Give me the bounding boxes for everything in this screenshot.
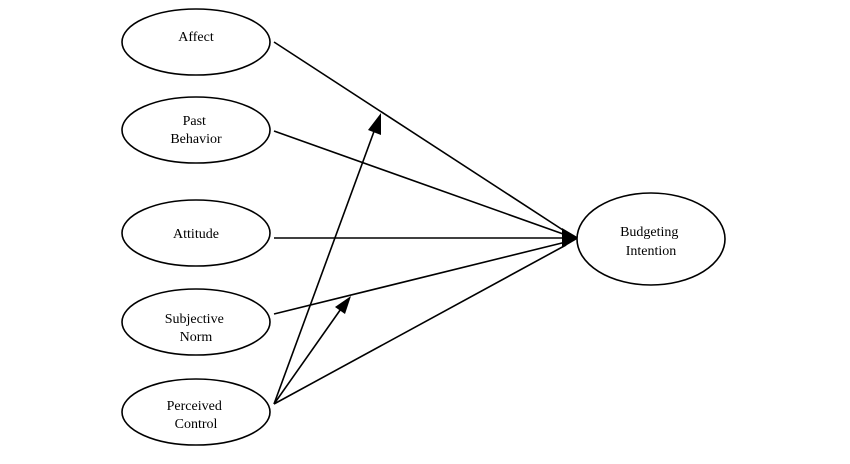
node-past-behavior: Past Behavior — [121, 96, 271, 164]
node-subjective-norm-line-1: Subjective — [165, 312, 224, 327]
node-perceived-control: Perceived Control — [121, 378, 271, 446]
node-affect-ellipse — [121, 8, 271, 76]
node-budgeting-intention: Budgeting Intention — [576, 192, 726, 286]
node-past-behavior-label: Past Behavior — [170, 114, 222, 147]
node-past-behavior-ellipse — [121, 96, 271, 164]
edge-perceived-control-to-affect-path — [273, 125, 377, 405]
node-budgeting-intention-ellipse — [576, 192, 726, 286]
node-perceived-control-ellipse — [121, 378, 271, 446]
edge-perceived-control-to-intention — [273, 244, 567, 405]
node-affect: Affect — [121, 8, 271, 76]
node-attitude-ellipse — [121, 199, 271, 267]
node-subjective-norm-label: Subjective Norm — [165, 312, 228, 345]
node-attitude-line-1: Attitude — [173, 227, 219, 242]
node-affect-line-1: Affect — [178, 30, 214, 45]
node-attitude-label: Attitude — [173, 227, 219, 242]
edge-subjective-norm-to-intention — [273, 241, 567, 315]
node-perceived-control-line-2: Control — [175, 417, 218, 432]
node-perceived-control-line-1: Perceived — [167, 399, 222, 414]
edge-affect-to-intention — [273, 41, 567, 233]
arrow-heads — [335, 113, 579, 314]
node-subjective-norm: Subjective Norm — [121, 288, 271, 356]
arrowhead-norm-path — [335, 296, 351, 314]
node-subjective-norm-line-2: Norm — [180, 330, 213, 345]
node-subjective-norm-ellipse — [121, 288, 271, 356]
node-perceived-control-label: Perceived Control — [167, 399, 226, 432]
node-budgeting-intention-line-1: Budgeting — [620, 225, 678, 240]
node-affect-label: Affect — [178, 30, 214, 45]
edge-perceived-control-to-norm-path — [273, 305, 344, 405]
node-attitude: Attitude — [121, 199, 271, 267]
arrowhead-affect-path — [368, 113, 381, 135]
node-budgeting-intention-line-2: Intention — [626, 244, 677, 259]
node-budgeting-intention-label: Budgeting Intention — [620, 225, 682, 259]
node-past-behavior-line-1: Past — [183, 114, 206, 129]
node-past-behavior-line-2: Behavior — [170, 132, 222, 147]
edges — [273, 41, 567, 405]
edge-past-behavior-to-intention — [273, 130, 567, 236]
arrowhead-intention — [562, 228, 579, 248]
